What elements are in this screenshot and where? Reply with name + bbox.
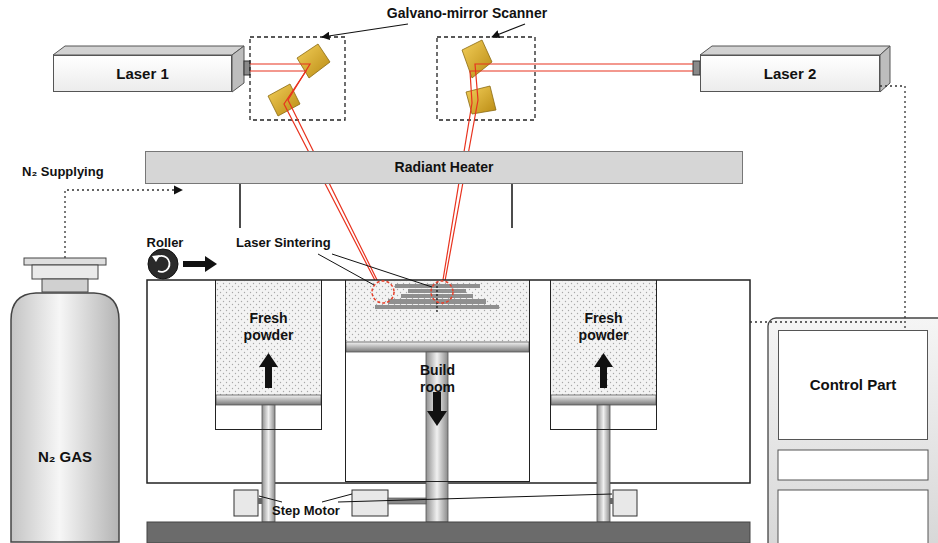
laser-name: Laser 2	[764, 65, 817, 83]
laser-lens	[244, 61, 250, 75]
gas-label: N₂ Supplying	[22, 165, 104, 180]
heater-bar: Radiant Heater	[145, 151, 743, 184]
leader-line	[322, 494, 352, 502]
motor-coupling	[610, 498, 613, 504]
piston-shaft	[597, 405, 610, 522]
roller	[148, 249, 178, 279]
leader-line	[338, 494, 612, 502]
scan-division-line	[436, 282, 437, 312]
motion-arrow	[265, 366, 272, 388]
laser-box: Laser 2	[700, 55, 880, 92]
piston-plate	[551, 395, 656, 405]
signal-wire	[880, 86, 905, 330]
base-plate	[147, 522, 750, 543]
galvano-mirror	[462, 40, 492, 78]
control-name: Control Part	[810, 376, 897, 394]
leader-line	[332, 254, 432, 287]
galvano-mirror	[297, 44, 330, 78]
gas-name: N₂ GAS	[38, 448, 92, 466]
laser-name: Laser 1	[116, 65, 169, 83]
pointer-arrow	[322, 24, 408, 37]
build-chamber: Build room	[345, 280, 530, 482]
scanner-dashed-box	[250, 37, 345, 120]
machine-body	[147, 280, 750, 483]
heater-name: Radiant Heater	[395, 159, 494, 176]
laser-side-face	[880, 46, 890, 92]
roller-direction-arrow	[205, 256, 217, 272]
pointer-arrow	[492, 24, 525, 37]
laser-box: Laser 1	[53, 55, 232, 92]
roller-direction-arrow	[183, 261, 205, 267]
part-label: Galvano-mirror Scanner	[387, 5, 547, 21]
sintering-spot	[372, 281, 394, 303]
part-label: Laser Sintering	[236, 236, 331, 251]
part-label: Step Motor	[272, 504, 340, 519]
chamber-name: Fresh powder	[572, 310, 636, 344]
powder-chamber: Fresh powder	[215, 280, 322, 430]
cabinet-slot	[778, 450, 928, 480]
step-motor	[352, 490, 388, 516]
laser-top-face	[700, 46, 890, 55]
gas-cylinder: N₂ GAS	[10, 290, 120, 543]
cylinder-body	[11, 293, 119, 542]
motion-arrow	[259, 353, 278, 367]
powder-bed	[551, 281, 656, 395]
leader-line	[259, 496, 282, 502]
laser-side-face	[232, 46, 244, 92]
chamber-name: Fresh powder	[237, 310, 301, 344]
powder-bed	[346, 281, 529, 342]
chamber-wall	[239, 184, 241, 228]
laser-top-face	[53, 46, 244, 55]
motion-arrow	[594, 353, 613, 367]
chamber-name: Build room	[406, 362, 470, 396]
step-motor	[234, 490, 258, 516]
motion-arrow	[600, 366, 607, 388]
powder-bed	[216, 281, 321, 395]
piston-plate	[346, 342, 529, 352]
cylinder-valve	[24, 258, 106, 265]
cylinder-outline	[10, 290, 120, 543]
control-box: Control Part	[778, 330, 928, 440]
motion-arrow	[433, 392, 441, 412]
scanner-dashed-box	[437, 37, 535, 120]
roller-rotation	[152, 255, 160, 262]
piston-plate	[216, 395, 321, 405]
sintering-spot	[431, 281, 453, 303]
motion-arrow	[427, 411, 447, 426]
motor-coupling	[258, 498, 262, 504]
cylinder-valve	[32, 265, 98, 279]
chamber-wall	[511, 184, 513, 228]
laser-lens	[693, 61, 700, 75]
signal-wire	[750, 321, 905, 322]
part-label: Roller	[147, 236, 184, 251]
cabinet-slot	[778, 490, 928, 543]
step-motor	[613, 490, 637, 516]
motor-coupling	[388, 498, 426, 504]
powder-chamber: Fresh powder	[550, 280, 657, 430]
cylinder-neck	[42, 279, 88, 292]
